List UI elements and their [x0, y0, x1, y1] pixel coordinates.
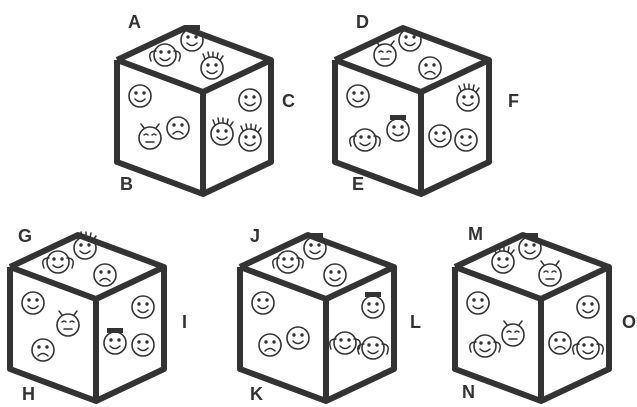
label-j: J: [250, 226, 260, 246]
cube-4: [240, 233, 394, 401]
cube-2: [335, 28, 489, 194]
cube-3: [10, 232, 164, 401]
cube-5: [455, 233, 609, 401]
label-o: O: [622, 312, 636, 332]
label-e: E: [352, 174, 364, 194]
label-h: H: [22, 384, 35, 404]
label-f: F: [508, 91, 519, 111]
label-k: K: [250, 384, 263, 404]
label-a: A: [128, 12, 141, 32]
label-b: B: [120, 174, 133, 194]
label-m: M: [468, 224, 483, 244]
cube-1: [117, 25, 271, 194]
label-n: N: [462, 382, 475, 402]
label-g: G: [18, 226, 32, 246]
label-i: I: [182, 312, 187, 332]
label-d: D: [356, 12, 369, 32]
label-c: C: [282, 91, 295, 111]
label-l: L: [410, 312, 421, 332]
